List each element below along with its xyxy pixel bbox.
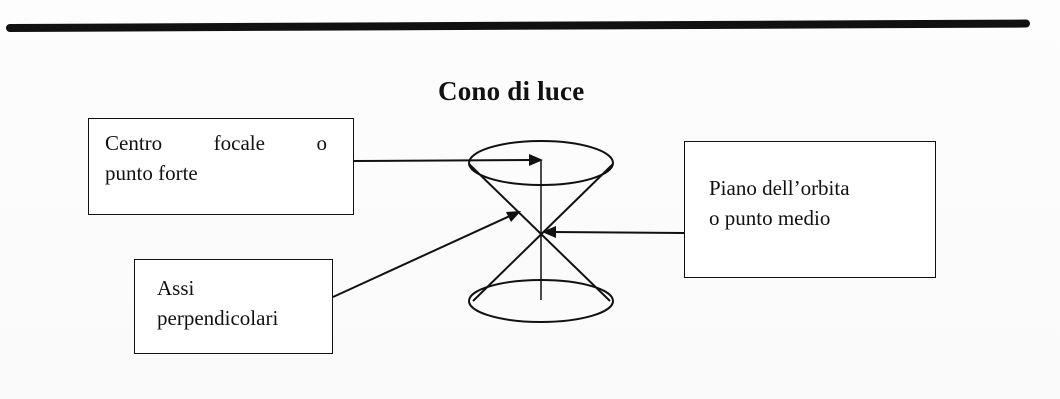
cone-edge-left [468, 163, 611, 302]
header-rule [5, 19, 1031, 32]
arrow-centro-focale-head [529, 154, 543, 166]
box-centro-focale-word1: Centro [105, 131, 163, 155]
arrow-centro-focale-line [353, 159, 533, 162]
cone-edge-right [472, 163, 614, 302]
box-centro-focale: Centro focale o punto forte [88, 118, 354, 215]
arrow-piano-head [542, 226, 556, 238]
arrow-piano-line [552, 231, 685, 234]
box-piano-line2: o punto medio [709, 206, 831, 230]
box-piano-orbita: Piano dell’orbita o punto medio [684, 141, 936, 278]
upper-cone-rim [468, 140, 614, 186]
box-piano-line1: Piano dell’orbita [709, 176, 850, 200]
diagram-title: Cono di luce [438, 76, 585, 106]
box-centro-focale-word3: o [316, 131, 327, 155]
box-assi-perpendicolari: Assi perpendicolari [134, 259, 333, 354]
box-centro-focale-line2: punto forte [105, 161, 198, 185]
box-centro-focale-word2: focale [213, 131, 265, 155]
arrow-assi-head [506, 211, 521, 222]
lower-cone-rim [468, 279, 614, 323]
box-assi-line2: perpendicolari [157, 306, 279, 330]
box-assi-line1: Assi [157, 276, 195, 300]
box-centro-focale-line1: Centro focale o [105, 128, 327, 158]
arrow-assi-line [332, 214, 513, 298]
